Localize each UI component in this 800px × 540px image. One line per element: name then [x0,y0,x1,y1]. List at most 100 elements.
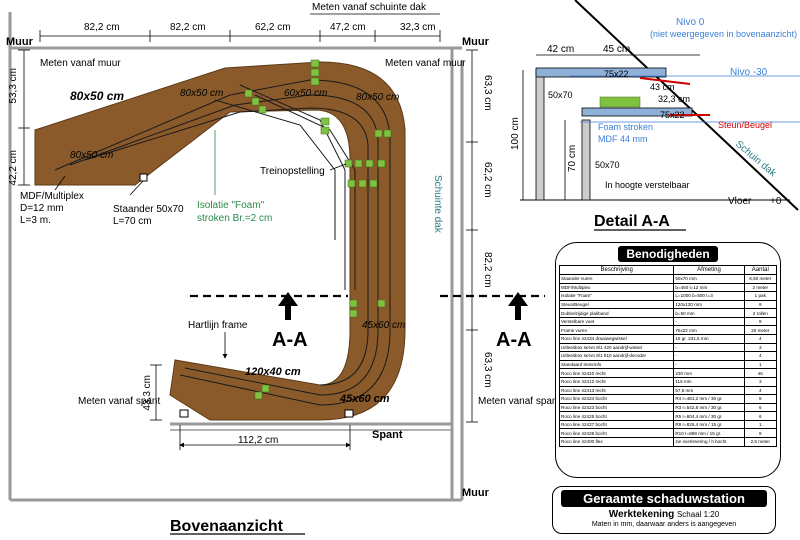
dimension-chain-left [18,49,162,421]
bom-title: Benodigheden [618,246,718,262]
section-label-right: A-A [496,329,532,351]
measure-wall-right: Meten vanaf muur [385,58,466,69]
bom-cell-description: Roco line 42424 bocht [558,394,675,404]
bom-cell-dimension: 75x22 mm [673,325,745,336]
detail-floor-level: +0 [770,196,782,207]
dimension-bottom [179,425,351,450]
dimension-chain-right [466,49,478,423]
board-size-6: 120x40 cm [245,366,301,378]
bom-cell-description: Uitleesbox servo 8/1 420 aandrijf-wissel [558,342,675,353]
dim-top-4: 47,2 cm [330,22,366,33]
layout-board [34,61,406,421]
bom-cell-description: Frame vuren [558,325,675,336]
bom-cell-dimension: 15 gr. 231,5 mm [673,334,745,344]
detail-dim-32: 32,3 cm [658,94,690,104]
bom-cell-dimension: R9 r=826,4 mm / 15 gr. [673,419,745,430]
board-size-2: 80x50 cm [180,88,223,99]
walls [8,12,464,502]
title-scale: Schaal 1:20 [676,510,720,519]
staging-label: Treinopstelling [260,166,325,177]
detail-dim-100: 100 cm [510,117,521,150]
bom-cell-dimension: 50x70 mm [673,274,745,284]
bom-cell-dimension: - [673,351,745,361]
bom-cell-quantity: 20 meter [743,325,778,336]
post-leader [129,180,144,196]
board-size-1: 80x50 cm [70,89,124,103]
bom-cell-dimension: R5 r=604,4 mm / 30 gr. [673,411,745,421]
detail-dim-75x22-mid: 75x22 [660,110,685,120]
bom-cell-quantity: 6,50 meter [743,274,778,284]
bom-cell-quantity: 4 [743,385,778,396]
board-size-3: 60x50 cm [284,88,327,99]
measure-rafter-left: Meten vanaf spant [78,396,160,407]
bom-row: Standaard treinrinfo-1 [558,359,778,370]
detail-sloped-roof: Schuin dak [733,139,779,180]
bom-cell-quantity: 2,5 meter [743,437,778,447]
dim-top-5: 32,3 cm [400,22,436,33]
bom-cell-quantity: 9 [743,316,778,327]
bom-cell-description: Isolatie "Foam" [558,291,675,301]
bom-cell-quantity: 45 [743,368,778,378]
bom-col-description: Beschrijving [558,265,675,275]
post-marker-3 [344,409,354,418]
bom-cell-dimension: L=1000 b=500 t=3 [673,291,745,301]
bom-cell-description: Roco line 42434 draaiwegwissel [558,334,675,344]
bom-cell-quantity: 1 [743,419,778,430]
bom-cell-dimension: zie overlevering / h bocht [673,437,745,447]
bom-cell-description: Roco line 42427 bocht [558,419,675,430]
bom-cell-description: Roco line 42413 recht [558,385,675,396]
bom-cell-quantity: 2 meter [743,282,778,293]
dim-right-3: 82,2 cm [482,252,493,288]
bom-cell-dimension: - [673,316,745,327]
title-block: Geraamte schaduwstation Werktekening Sch… [552,486,776,534]
detail-dim-50x70-lower: 50x70 [595,160,620,170]
detail-level-neg30: Nivo -30 [730,67,768,78]
bom-cell-quantity: 9 [743,428,778,438]
bom-cell-description: Roco line 42428 bocht [558,428,675,438]
centerline-label: Hartlijn frame [188,320,248,331]
bom-cell-quantity: 1 [743,359,778,370]
dim-left-2: 42,2 cm [8,150,19,186]
rafter-label: Spant [372,429,403,441]
bom-cell-quantity: 2 rollen [743,308,778,318]
bom-cell-dimension: 115 mm [673,376,745,387]
bom-cell-description: Roco line 42425 bocht [558,411,675,421]
bom-cell-description: Roco line 42410 recht [558,368,675,378]
roof-measure-label: Meten vanaf schuinte dak [312,2,427,13]
dim-right-4: 63,3 cm [482,352,493,388]
bom-col-dimension: Afmeting [673,265,745,275]
staging-leader [329,163,347,171]
mdf-label-2: D=12 mm [20,203,64,214]
foam-label-1: Isolatie "Foam" [197,200,265,211]
bom-cell-description: Standaard treinrinfo [558,359,675,370]
wall-label-right: Muur [462,36,490,48]
bom-cell-dimension: R3 r=542,8 mm / 30 gr. [673,402,745,413]
measure-wall-left: Meten vanaf muur [40,58,121,69]
mdf-label-3: L=3 m. [20,215,51,226]
bom-cell-description: Roco line 42400 flex [558,437,675,447]
bom-cell-dimension: 57,5 mm [673,385,745,396]
detail-dim-45: 45 cm [603,44,630,55]
detail-dim-50x70-upper: 50x70 [548,90,573,100]
bom-cell-description: Staander vuren [558,274,675,284]
detail-floor: Vloer [728,196,752,207]
wall-label-bottom: Muur [462,487,490,499]
bom-row: Uitleesbox servo 8/1 810 aandrijf-decode… [558,351,778,361]
detail-bracket: Steun/Beugel [718,120,772,130]
bom-cell-dimension: 120x120 mm [673,299,745,310]
detail-foam: Foam stroken [598,122,653,132]
title-note: Maten in mm, daarwaar anders is aangegev… [591,521,737,528]
wall-label-left: Muur [6,36,34,48]
bom-cell-dimension: - [673,359,745,370]
